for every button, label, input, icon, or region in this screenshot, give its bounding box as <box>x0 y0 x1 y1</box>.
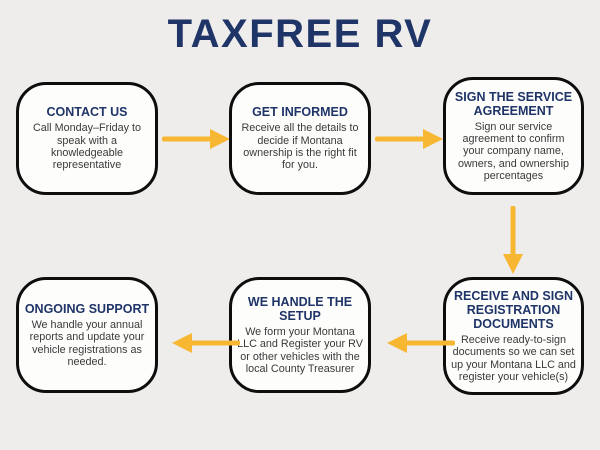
arrow-left-icon <box>387 331 455 355</box>
step-description: Receive ready-to-sign documents so we ca… <box>451 333 576 383</box>
step-box-sign-service-agreement: SIGN THE SERVICE AGREEMENT Sign our serv… <box>443 77 584 195</box>
step-description: Sign our service agreement to confirm yo… <box>457 120 570 182</box>
step-description: We handle your annual reports and update… <box>29 318 145 368</box>
step-title: GET INFORMED <box>252 105 348 120</box>
step-box-ongoing-support: ONGOING SUPPORT We handle your annual re… <box>16 277 158 393</box>
step-title: RECEIVE AND SIGN REGISTRATION DOCUMENTS <box>453 288 573 331</box>
page-title: TAXFREE RV <box>167 12 433 56</box>
step-box-receive-sign-registration-documents: RECEIVE AND SIGN REGISTRATION DOCUMENTS … <box>443 277 584 395</box>
arrow-right-icon <box>162 127 230 151</box>
step-box-get-informed: GET INFORMED Receive all the details to … <box>229 82 371 195</box>
step-title: SIGN THE SERVICE AGREEMENT <box>454 89 573 118</box>
step-description: Call Monday–Friday to speak with a knowl… <box>32 122 142 172</box>
step-title: WE HANDLE THE SETUP <box>247 294 353 323</box>
step-description: We form your Montana LLC and Register yo… <box>237 325 363 375</box>
step-description: Receive all the details to decide if Mon… <box>241 122 359 172</box>
step-box-contact-us: CONTACT US Call Monday–Friday to speak w… <box>16 82 158 195</box>
arrow-left-icon <box>172 331 240 355</box>
arrow-down-icon <box>501 206 525 274</box>
arrow-right-icon <box>375 127 443 151</box>
step-title: ONGOING SUPPORT <box>24 301 150 316</box>
step-title: CONTACT US <box>46 105 128 120</box>
step-box-we-handle-the-setup: WE HANDLE THE SETUP We form your Montana… <box>229 277 371 393</box>
